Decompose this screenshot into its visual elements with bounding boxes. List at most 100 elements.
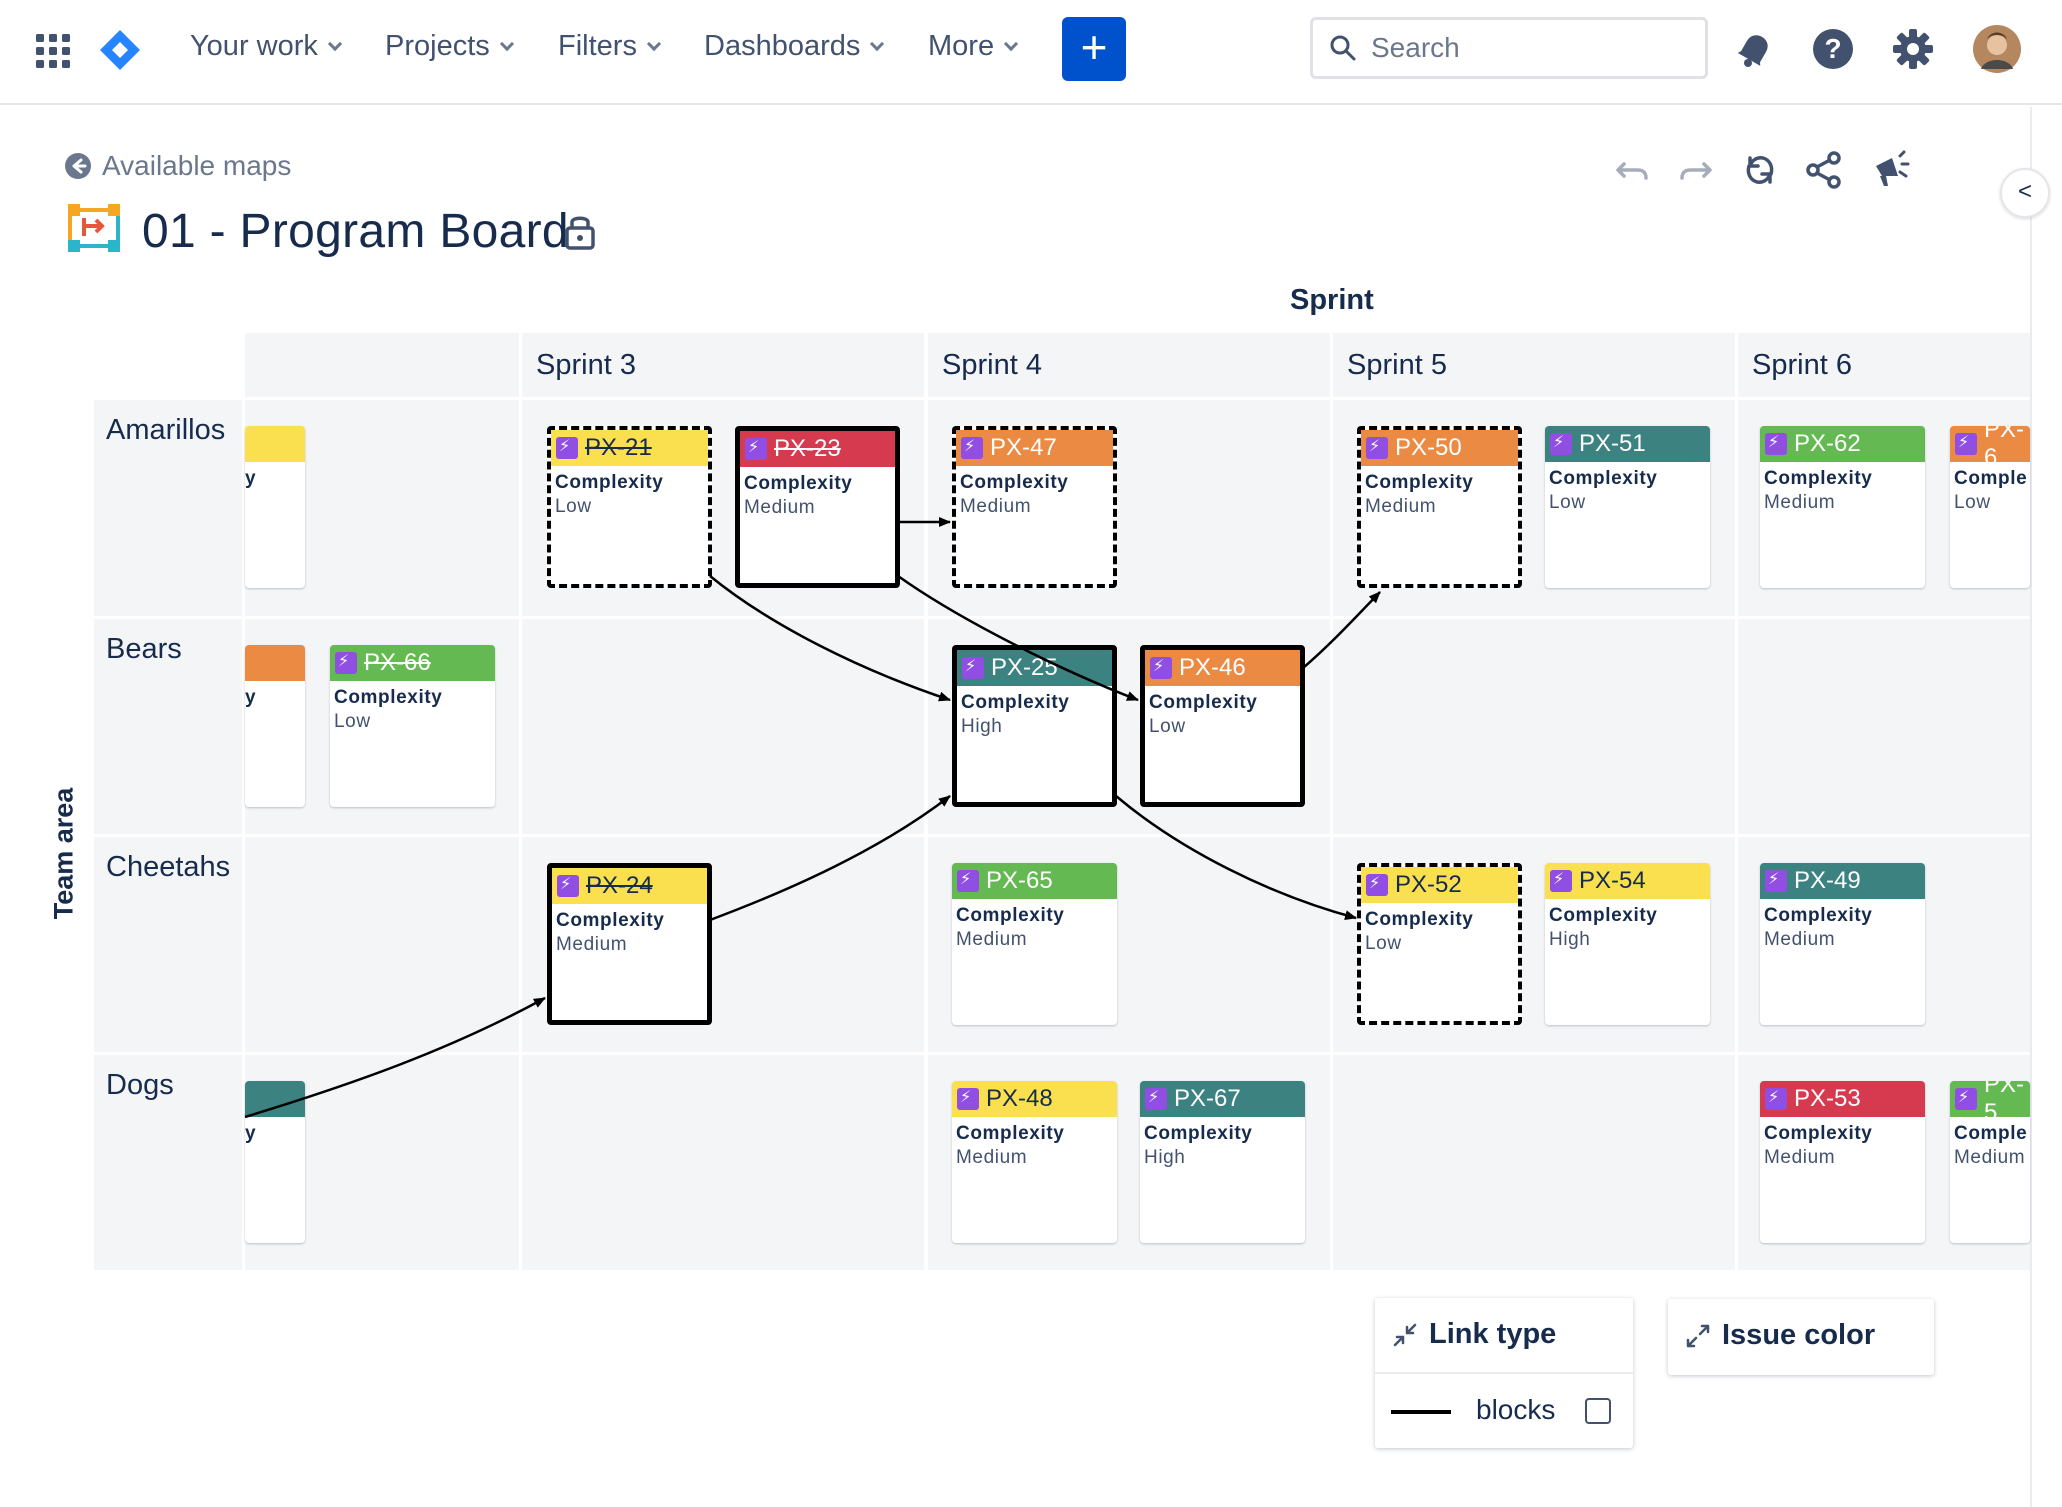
settings-icon[interactable]	[1892, 28, 1934, 70]
issue-key[interactable]: PX-51	[1579, 430, 1646, 457]
share-icon[interactable]	[1804, 150, 1844, 190]
panel-toggle-button[interactable]: <	[2000, 168, 2050, 218]
redo-icon[interactable]	[1676, 150, 1716, 190]
issue-card[interactable]: y	[245, 645, 305, 807]
lock-icon[interactable]	[564, 212, 596, 250]
nav-filters[interactable]: Filters	[558, 30, 662, 63]
card-field-value: Medium	[960, 496, 1032, 517]
epic-icon	[745, 437, 767, 460]
card-header: PX-50	[1361, 430, 1518, 466]
board-cell	[1333, 1055, 1735, 1270]
card-field-label: Complexity	[556, 910, 665, 931]
back-to-available-maps-link[interactable]: Available maps	[64, 150, 291, 182]
notifications-icon[interactable]	[1734, 28, 1776, 70]
issue-card[interactable]: y	[245, 426, 305, 588]
undo-icon[interactable]	[1612, 150, 1652, 190]
blocks-visibility-checkbox[interactable]	[1585, 1398, 1611, 1424]
issue-key[interactable]: PX-5	[1984, 1081, 2025, 1126]
expand-icon	[1686, 1324, 1710, 1347]
row-label-bears: Bears	[94, 619, 242, 834]
row-label-cheetahs: Cheetahs	[94, 837, 242, 1052]
issue-key[interactable]: PX-24	[586, 872, 653, 899]
issue-key[interactable]: PX-62	[1794, 430, 1861, 457]
search-input[interactable]	[1371, 32, 1691, 64]
issue-card[interactable]: y	[245, 1081, 305, 1243]
card-header: PX-5	[1950, 1081, 2030, 1126]
epic-icon	[1550, 432, 1572, 455]
issue-key[interactable]: PX-47	[990, 434, 1057, 461]
epic-icon	[962, 656, 984, 679]
card-field-label: y	[245, 1123, 257, 1144]
chevron-down-icon	[646, 36, 662, 51]
app-switcher-icon[interactable]	[36, 34, 70, 68]
card-field-value: Low	[1365, 933, 1402, 954]
chevron-down-icon	[870, 36, 885, 51]
link-type-blocks-label: blocks	[1476, 1394, 1556, 1425]
card-header: PX-67	[1140, 1081, 1305, 1117]
side-panel-strip	[2030, 107, 2062, 1507]
epic-icon	[335, 651, 357, 674]
nav-your-work[interactable]: Your work	[190, 30, 342, 63]
card-header	[245, 426, 305, 462]
link-type-header[interactable]: Link type	[1393, 1318, 1556, 1351]
nav-more[interactable]: More	[928, 30, 1019, 63]
issue-key[interactable]: PX-66	[364, 649, 431, 676]
issue-color-header[interactable]: Issue color	[1686, 1319, 1875, 1352]
legend-divider	[1375, 1372, 1633, 1374]
issue-key[interactable]: PX-48	[986, 1085, 1053, 1112]
announcement-icon[interactable]	[1870, 150, 1910, 190]
epic-icon	[1145, 1087, 1167, 1110]
issue-key[interactable]: PX-54	[1579, 867, 1646, 894]
issue-key[interactable]: PX-53	[1794, 1085, 1861, 1112]
issue-key[interactable]: PX-50	[1395, 434, 1462, 461]
card-header: PX-66	[330, 645, 495, 681]
issue-key[interactable]: PX-21	[585, 434, 652, 461]
nav-more-label: More	[928, 30, 995, 62]
help-icon[interactable]: ?	[1812, 28, 1854, 70]
refresh-icon[interactable]	[1740, 150, 1780, 190]
issue-key[interactable]: PX-52	[1395, 871, 1462, 898]
issue-key[interactable]: PX-23	[774, 435, 841, 462]
jira-logo-icon[interactable]	[98, 28, 142, 72]
issue-key[interactable]: PX-6	[1984, 426, 2025, 471]
column-header-sprint-6: Sprint 6	[1738, 333, 2030, 397]
issue-key[interactable]: PX-46	[1179, 654, 1246, 681]
page-title: 01 - Program Board	[142, 205, 569, 258]
issue-key[interactable]: PX-67	[1174, 1085, 1241, 1112]
issue-key[interactable]: PX-65	[986, 867, 1053, 894]
epic-icon	[1765, 869, 1787, 892]
board-cell	[522, 619, 924, 834]
nav-dashboards[interactable]: Dashboards	[704, 30, 885, 63]
card-field-value: Medium	[744, 497, 816, 518]
create-button[interactable]: +	[1062, 17, 1126, 81]
row-label-amarillos: Amarillos	[94, 400, 242, 616]
search-box[interactable]	[1310, 17, 1708, 79]
issue-key[interactable]: PX-49	[1794, 867, 1861, 894]
card-field-label: Complexity	[744, 473, 853, 494]
nav-projects[interactable]: Projects	[385, 30, 514, 63]
issue-key[interactable]: PX-25	[991, 654, 1058, 681]
issue-color-title: Issue color	[1722, 1319, 1876, 1351]
chevron-down-icon	[1004, 36, 1019, 51]
user-avatar[interactable]	[1973, 25, 2021, 73]
card-field-label: Complexity	[1365, 909, 1474, 930]
